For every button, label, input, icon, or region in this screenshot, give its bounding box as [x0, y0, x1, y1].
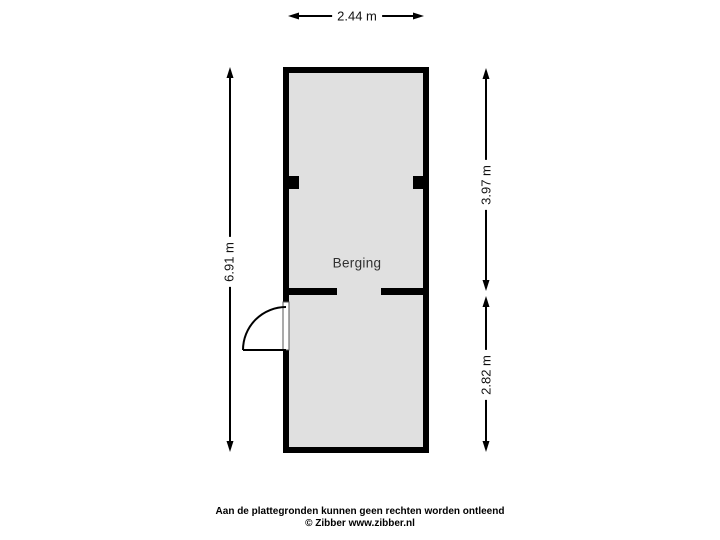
inner-wall-right-segment [381, 288, 423, 295]
door-leaf [282, 301, 290, 351]
footer-disclaimer: Aan de plattegronden kunnen geen rechten… [215, 506, 505, 517]
dim-height-lower-label: 2.82 m [476, 350, 496, 400]
wall-top [283, 67, 429, 73]
room-name-label: Berging [332, 255, 382, 271]
dim-height-total-arrow-bottom-icon [226, 441, 234, 452]
wall-right [423, 67, 429, 453]
dim-height-upper-arrow-bottom-icon [482, 280, 490, 291]
dim-width-arrow-right-icon [413, 12, 424, 20]
dim-width-label: 2.44 m [332, 6, 382, 26]
dim-height-total-label: 6.91 m [219, 237, 239, 287]
wall-notch-left [289, 176, 299, 189]
footer-copyright: © Zibber www.zibber.nl [305, 518, 415, 529]
wall-left-lower [283, 350, 289, 453]
dim-height-lower-arrow-top-icon [482, 296, 490, 307]
dim-height-total-arrow-top-icon [226, 67, 234, 78]
dim-height-lower-arrow-bottom-icon [482, 441, 490, 452]
dim-width-arrow-left-icon [288, 12, 299, 20]
dim-height-upper-label: 3.97 m [476, 160, 496, 210]
dim-height-upper-arrow-top-icon [482, 68, 490, 79]
room-floor [289, 73, 423, 447]
footer: Aan de plattegronden kunnen geen rechten… [0, 506, 720, 530]
inner-wall-left-segment [289, 288, 337, 295]
wall-notch-right [413, 176, 423, 189]
wall-left-upper [283, 67, 289, 302]
wall-bottom [283, 447, 429, 453]
door-swing-arc [242, 306, 287, 351]
